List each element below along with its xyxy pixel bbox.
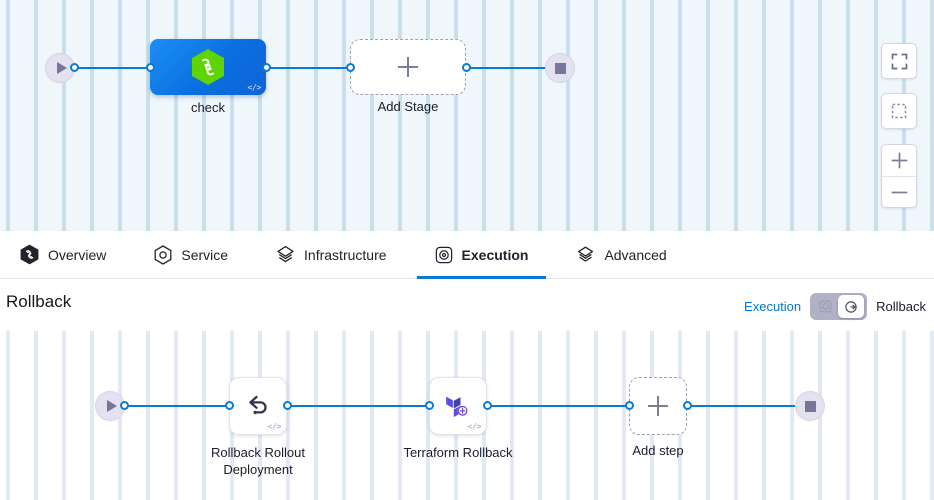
stage-node-check[interactable]: </>: [150, 39, 266, 95]
tab-overview[interactable]: Overview: [18, 231, 108, 279]
tab-label-service: Service: [181, 246, 229, 263]
zoom-out-button[interactable]: [882, 176, 916, 207]
port-addstage-in[interactable]: [346, 63, 355, 72]
toggle-label-execution[interactable]: Execution: [744, 299, 802, 314]
stage-pipeline-canvas[interactable]: </> check Add Stage: [0, 0, 934, 231]
add-step-node[interactable]: [629, 377, 687, 435]
port-rollout-out[interactable]: [283, 401, 292, 410]
terraform-icon: [446, 396, 468, 418]
page-title: Rollback: [6, 292, 72, 311]
edge-addstep-to-end: [687, 405, 807, 407]
harness-hexagon-icon: [192, 49, 224, 85]
port-terraform-in[interactable]: [425, 401, 434, 410]
add-stage-node[interactable]: [350, 39, 466, 95]
stage-config-tabs[interactable]: Overview Service Infrastructure: [0, 231, 934, 279]
undo-arrow-icon: [249, 395, 267, 415]
port-terraform-out[interactable]: [483, 401, 492, 410]
rollback-arrow-icon: [845, 300, 857, 313]
service-hexagon-icon: [154, 244, 172, 265]
toggle-label-rollback[interactable]: Rollback: [876, 299, 926, 314]
port-addstep-out[interactable]: [683, 401, 692, 410]
dashed-square-icon: [891, 103, 907, 119]
edge-terraform-to-addstep: [487, 405, 631, 407]
port-check-out[interactable]: [262, 63, 271, 72]
tab-service[interactable]: Service: [152, 231, 230, 279]
stop-square-icon: [554, 62, 566, 74]
toggle-segment-rollback[interactable]: [838, 295, 865, 318]
advanced-layers-icon: [578, 246, 594, 262]
step-label-terraform-rollback: Terraform Rollback: [403, 445, 513, 460]
zoom-in-button[interactable]: [882, 145, 916, 176]
edge-addstage-to-end: [458, 67, 558, 69]
toggle-segment-execution[interactable]: [812, 295, 838, 318]
port-addstep-in[interactable]: [625, 401, 634, 410]
edge-rollback-rollout-to-terraform: [287, 405, 431, 407]
edge-check-to-addstage: [262, 67, 358, 69]
toggle-switch[interactable]: [810, 293, 868, 320]
tab-execution[interactable]: Execution: [416, 231, 547, 279]
tab-infrastructure[interactable]: Infrastructure: [274, 231, 388, 279]
tab-advanced[interactable]: Advanced: [574, 231, 668, 279]
port-rb-start-out[interactable]: [120, 401, 129, 410]
rollback-step-canvas[interactable]: </> Rollback Rollout Deployment </> Terr…: [0, 331, 934, 500]
tab-label-infrastructure: Infrastructure: [304, 246, 387, 263]
code-badge-icon: </>: [267, 422, 281, 431]
play-icon: [56, 62, 67, 74]
code-badge-icon: </>: [467, 422, 481, 431]
port-addstage-out[interactable]: [462, 63, 471, 72]
minus-icon: [891, 191, 907, 194]
execution-icon: [819, 300, 832, 313]
plus-icon: [398, 57, 418, 77]
port-start-out[interactable]: [70, 63, 79, 72]
tab-label-overview: Overview: [48, 246, 107, 263]
edge-start-to-rollback-rollout: [124, 405, 230, 407]
plus-icon: [648, 396, 668, 416]
step-label-rollback-rollout-deployment: Rollback Rollout Deployment: [211, 445, 305, 477]
add-step-label: Add step: [632, 443, 684, 458]
stage-label-check: check: [191, 100, 225, 115]
tab-label-advanced: Advanced: [604, 246, 667, 263]
zoom-controls[interactable]: [881, 144, 917, 208]
selection-mode-button[interactable]: [881, 93, 917, 129]
rollback-header: Rollback Execution: [0, 279, 934, 331]
layers-icon: [277, 245, 294, 263]
fit-to-screen-button[interactable]: [881, 43, 917, 79]
rollback-end-node[interactable]: [795, 391, 825, 421]
port-rollout-in[interactable]: [225, 401, 234, 410]
step-node-terraform-rollback[interactable]: </>: [429, 377, 487, 435]
step-node-rollback-rollout-deployment[interactable]: </>: [229, 377, 287, 435]
tab-label-execution: Execution: [461, 246, 529, 263]
expand-corners-icon: [891, 53, 907, 69]
edge-start-to-check: [74, 67, 156, 69]
plus-icon: [891, 152, 907, 169]
execution-rollback-toggle[interactable]: Execution: [744, 293, 926, 320]
pipeline-end-node[interactable]: [545, 53, 575, 83]
add-stage-label: Add Stage: [377, 99, 439, 114]
execution-icon: [435, 246, 452, 263]
port-check-in[interactable]: [146, 63, 155, 72]
harness-hexagon-filled-icon: [20, 244, 39, 265]
stop-square-icon: [804, 400, 816, 412]
play-icon: [106, 400, 117, 412]
code-badge-icon: </>: [247, 83, 261, 92]
